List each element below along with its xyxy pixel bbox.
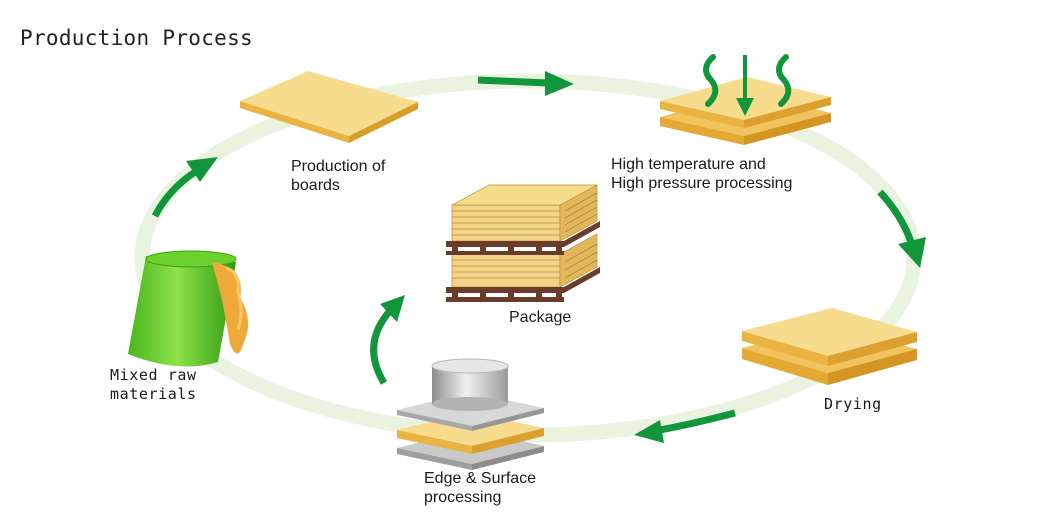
step-label-boards: Production of boards [291, 157, 385, 195]
flow-arrow-right [877, 189, 926, 268]
heat-wave-icon [703, 54, 792, 107]
press-machine-icon [397, 358, 544, 470]
drying-boards-icon [742, 308, 917, 385]
flow-arrow-bottom [634, 409, 736, 443]
step-label-drying: Drying [824, 395, 882, 414]
step-label-drying-line1: Drying [824, 395, 882, 413]
step-label-boards-line2: boards [291, 177, 340, 194]
package-pallet-icon [446, 184, 600, 302]
single-board-icon [240, 71, 418, 143]
step-label-boards-line1: Production of [291, 158, 386, 175]
step-label-pressing: High temperature and High pressure proce… [611, 155, 792, 193]
diagram-title: Production Process [20, 26, 253, 50]
flow-arrow-top [477, 71, 574, 96]
mixing-cylinder-icon [128, 250, 249, 367]
step-label-package-line1: Package [509, 309, 572, 326]
flow-arrow-bottom-left [370, 295, 405, 385]
step-label-edge-line1: Edge & Surface [424, 470, 537, 487]
step-label-raw: Mixed raw materials [110, 366, 197, 404]
step-label-pressing-line2: High pressure processing [611, 175, 793, 192]
step-label-pressing-line1: High temperature and [611, 156, 766, 173]
step-label-raw-line1: Mixed raw [110, 366, 197, 384]
step-label-edge: Edge & Surface processing [424, 469, 536, 507]
flow-arrow-left [151, 157, 218, 218]
step-label-raw-line2: materials [110, 385, 197, 403]
step-label-edge-line2: processing [424, 489, 502, 506]
step-label-package: Package [509, 308, 571, 327]
pressure-arrow-icon [736, 55, 754, 116]
